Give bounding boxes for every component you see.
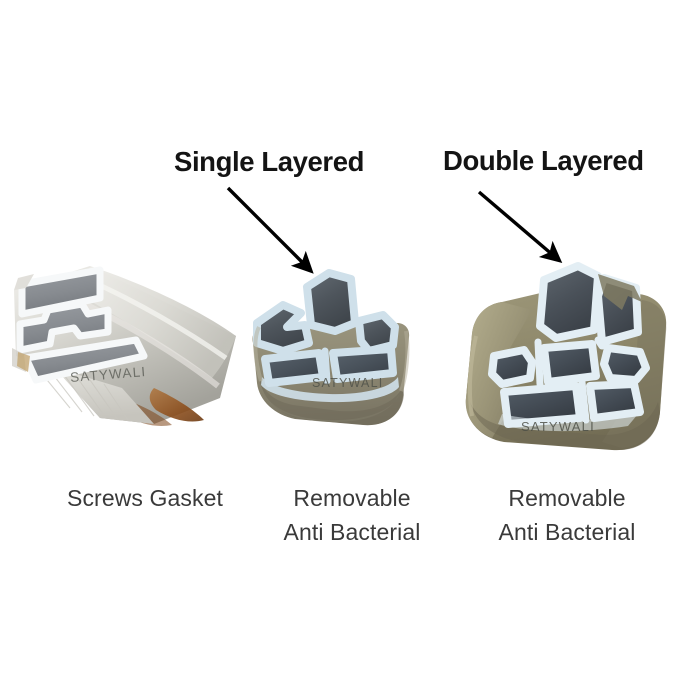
caption-single-layered: Removable Anti Bacterial [283, 485, 421, 545]
caption-screws-gasket: Screws Gasket [67, 485, 223, 511]
product-image-single-layered [243, 265, 425, 440]
product-image-screws-gasket [4, 248, 242, 440]
callout-heading-single-layered: Single Layered [174, 146, 365, 177]
product-image-double-layered [452, 252, 678, 457]
callout-heading-double-layered: Double Layered [443, 145, 644, 176]
caption-double-layered: Removable Anti Bacterial [498, 485, 636, 545]
